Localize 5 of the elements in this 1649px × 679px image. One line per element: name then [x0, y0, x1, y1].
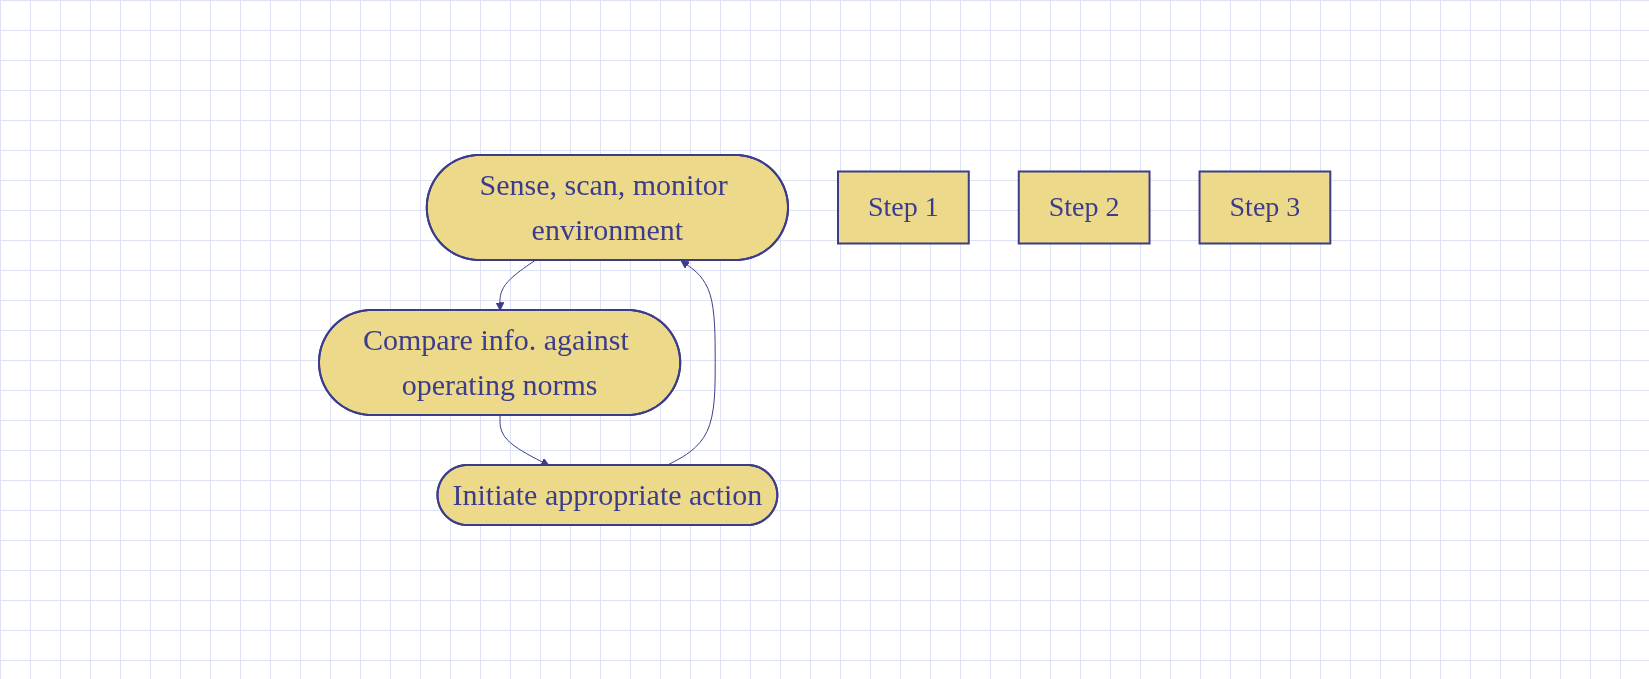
node-box: Step 3 — [1198, 170, 1332, 244]
arrow — [499, 414, 550, 466]
arrow — [495, 259, 536, 311]
node-box: Step 1 — [836, 170, 970, 244]
node-box: Step 2 — [1017, 170, 1151, 244]
